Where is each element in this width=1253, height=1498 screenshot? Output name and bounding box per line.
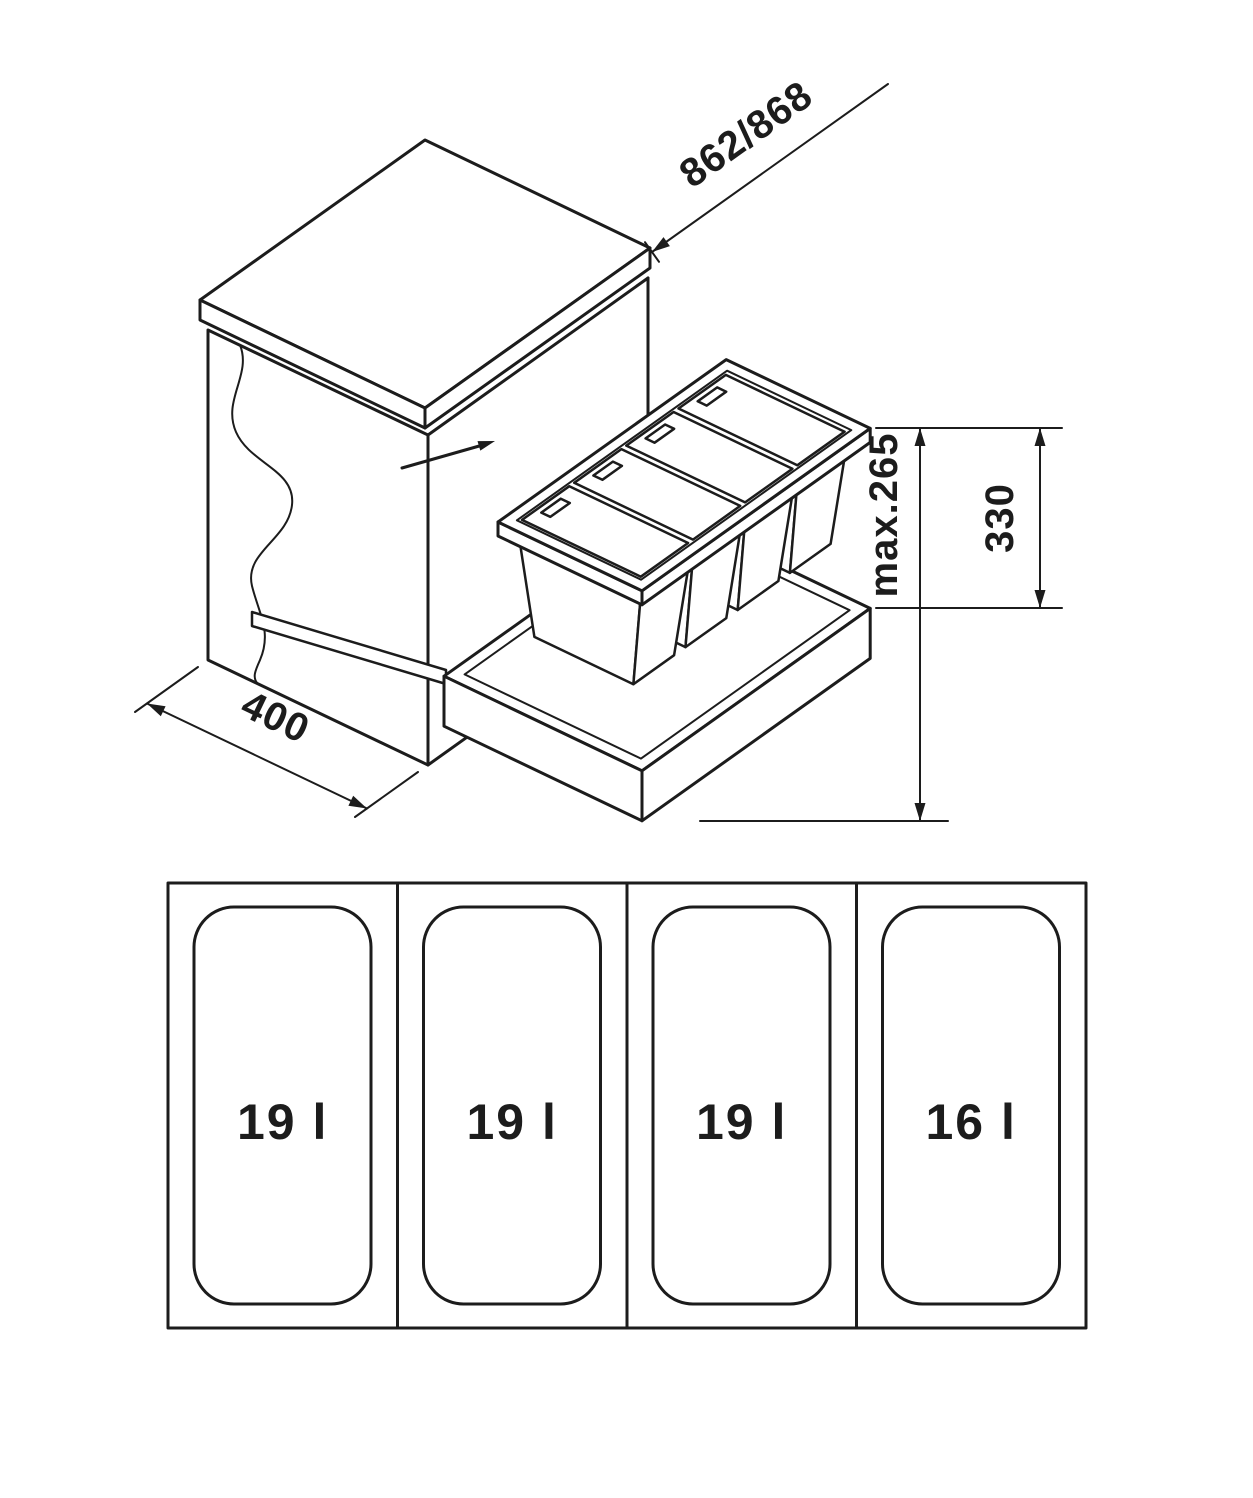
countertop-front-edge	[423, 246, 652, 430]
bin-outline	[422, 905, 602, 1306]
arrowhead	[348, 795, 367, 809]
bin-outline	[881, 905, 1061, 1306]
arrowhead	[147, 703, 166, 717]
bin-compartment: 16 l	[881, 905, 1061, 1306]
pull-direction-arrow	[400, 441, 495, 470]
lid-handle	[540, 497, 572, 519]
arrowhead	[652, 237, 670, 252]
bin-lid	[625, 410, 794, 504]
dimension-width: 862/868	[644, 73, 889, 263]
isometric-view: 862/868 max.265 330 400	[134, 73, 1063, 823]
rim-inner-edge	[515, 369, 853, 581]
arrowhead	[914, 428, 926, 446]
break-line-squiggle	[231, 344, 294, 685]
bin-outline	[192, 905, 373, 1306]
countertop	[198, 138, 652, 430]
bin-outline	[651, 905, 832, 1306]
carcase-front-top-edge	[426, 276, 650, 437]
bin-lid	[520, 484, 690, 578]
plan-view: 19 l 19 l 19 l 16 l	[166, 881, 1088, 1330]
frame-front-wall	[640, 606, 872, 823]
bin-compartment: 19 l	[192, 905, 373, 1306]
lid-handle	[644, 423, 676, 444]
arrowhead	[914, 803, 926, 821]
lid-handle	[592, 460, 624, 482]
arrowhead	[477, 441, 495, 451]
dimension-bin-height-label: 330	[978, 483, 1022, 553]
dimension-max-height: max.265	[699, 427, 1063, 822]
bin-capacity-label: 19 l	[466, 1094, 557, 1150]
dimension-bin-height: 330	[875, 427, 1063, 609]
bin-lid	[572, 447, 742, 541]
dimension-max-height-label: max.265	[862, 433, 906, 598]
bin-capacity-label: 19 l	[696, 1094, 787, 1150]
bin-lid	[677, 373, 846, 467]
bin-capacity-label: 16 l	[925, 1094, 1016, 1150]
lid-handle	[696, 386, 728, 407]
arrowhead	[1034, 590, 1046, 608]
bin-frame-rim	[496, 358, 872, 607]
arrowhead	[1034, 428, 1046, 446]
bin-capacity-label: 19 l	[237, 1094, 328, 1150]
dimension-width-label: 862/868	[672, 73, 821, 197]
bin-compartment: 19 l	[422, 905, 602, 1306]
bin-compartment: 19 l	[651, 905, 832, 1306]
